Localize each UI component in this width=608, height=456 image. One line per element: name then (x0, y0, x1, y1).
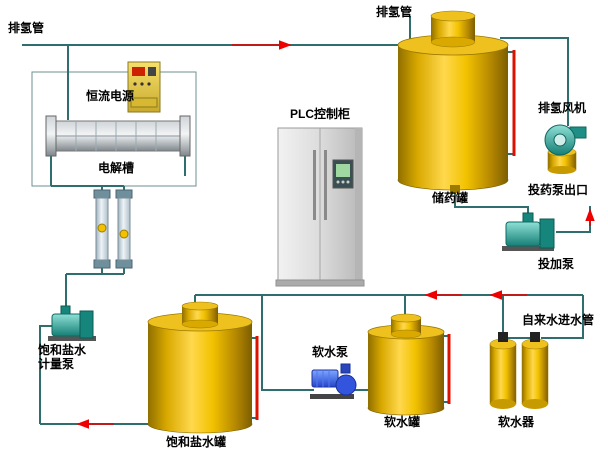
label-storage-tank: 储药罐 (432, 191, 469, 205)
label-water-softener: 软水器 (498, 415, 535, 429)
softener-valve-head (530, 332, 540, 342)
label-vent-pipe-left: 排氢管 (8, 21, 45, 35)
pipe-brine-riser (39, 325, 52, 424)
plc-screen (336, 164, 350, 177)
pipe-softpump-discharge (261, 295, 314, 391)
pipe-dosing-discharge (556, 206, 591, 233)
brine-tank-device (147, 301, 253, 434)
power-display (132, 67, 145, 76)
rotameter-float (97, 223, 107, 233)
plc-cabinet-device (275, 127, 365, 287)
pipe-to-exhaust-fan (500, 37, 569, 126)
label-soft-water-pump: 软水泵 (312, 345, 349, 359)
label-brine-tank: 饱和盐水罐 (166, 435, 227, 449)
brine-pump-device (48, 305, 96, 341)
exhaust-fan-device (544, 124, 587, 174)
label-electrolyzer: 电解槽 (98, 161, 135, 175)
label-tap-water-inlet: 自来水进水管 (522, 313, 595, 327)
label-exhaust-fan: 排氢风机 (538, 101, 587, 115)
power-supply-cabinet (127, 61, 161, 113)
water-softener-device (489, 332, 549, 409)
soft-water-tank-device (367, 313, 445, 416)
label-power-supply: 恒流电源 (86, 89, 135, 103)
cabinet-handle (324, 150, 327, 220)
tank-bottom-nozzle (450, 185, 460, 193)
soft-water-pump-device (310, 363, 357, 399)
label-dosing-pump: 投加泵 (538, 257, 575, 271)
rotameter-float (119, 229, 129, 239)
pump-volute (335, 374, 357, 396)
cabinet-handle (313, 150, 316, 220)
label-vent-pipe-top: 排氢管 (376, 5, 413, 19)
flow-arrows (76, 40, 595, 429)
pipe-rotameter-bottom-stubs (101, 268, 125, 274)
dosing-pump-device (502, 212, 555, 251)
label-soft-water-tank: 软水罐 (384, 415, 421, 429)
rotameters (93, 189, 133, 269)
label-plc-cabinet: PLC控制柜 (290, 107, 351, 121)
electrolyzer-device (45, 115, 191, 157)
label-brine-pump-line2: 计量泵 (38, 356, 75, 371)
level-gauges (252, 50, 516, 420)
pipe-rotameter-top-stubs (101, 186, 125, 190)
pipe-network (22, 16, 591, 425)
softener-valve-head (498, 332, 508, 342)
label-brine-pump-line1: 饱和盐水 (38, 343, 87, 357)
storage-tank-device (397, 10, 509, 193)
label-dosing-outlet: 投药泵出口 (528, 183, 589, 197)
pipe-tap-water-drop (541, 295, 584, 339)
fan-inlet (553, 133, 567, 147)
label-brine-pump: 饱和盐水 计量泵 (38, 343, 87, 372)
